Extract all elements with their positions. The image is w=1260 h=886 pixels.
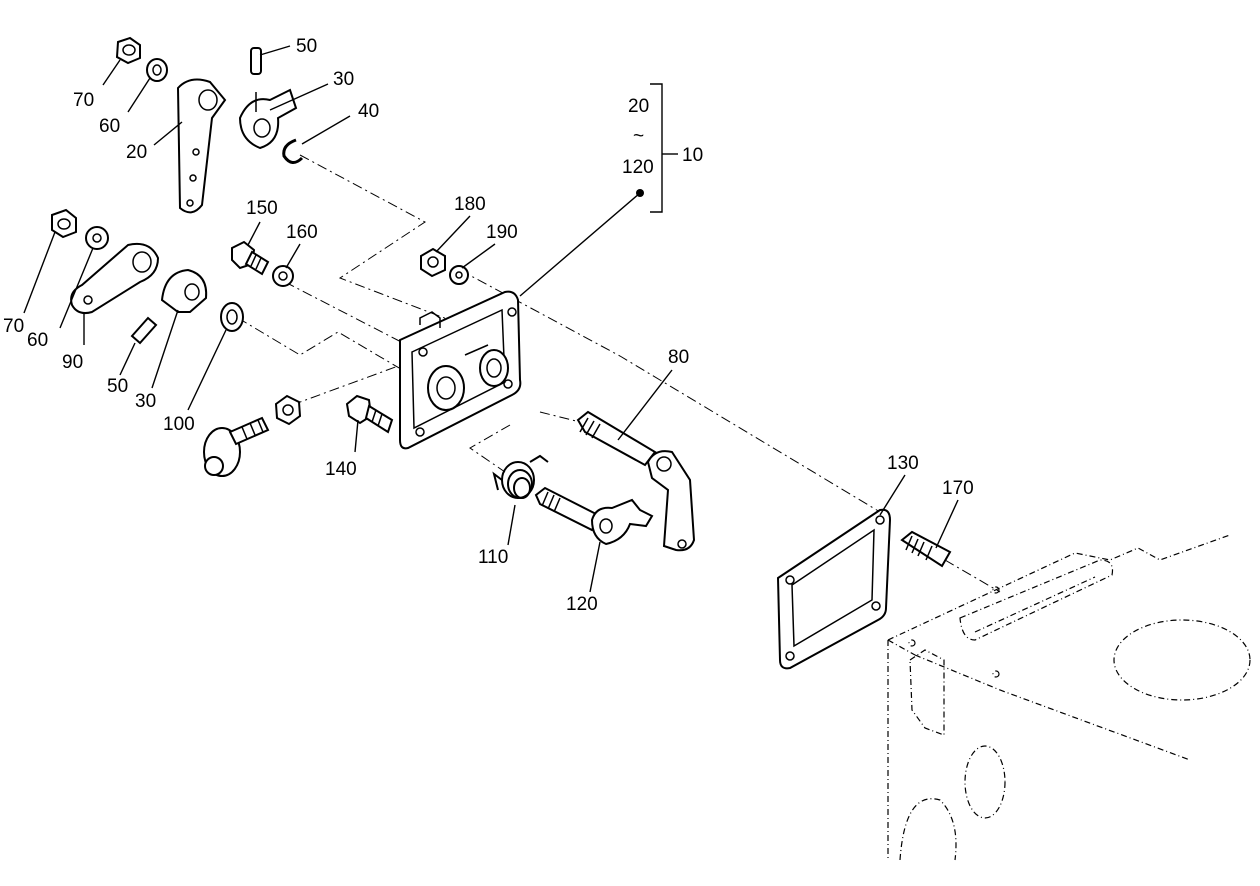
part-80-shaft-lever: [576, 410, 696, 552]
part-20-lever: [176, 78, 227, 214]
engine-block-outline: [887, 534, 1251, 861]
callout-150: 150: [246, 198, 278, 219]
part-40-circlip: [282, 138, 304, 164]
part-100-seal: [220, 302, 244, 332]
callout-140: 140: [325, 459, 357, 480]
kit-range-tilde: ~: [633, 126, 644, 147]
callout-80: 80: [668, 347, 689, 368]
part-180-nut: [420, 247, 446, 278]
kit-number: 10: [682, 145, 703, 166]
part-70-lower-nut: [51, 208, 77, 239]
callout-130: 130: [887, 453, 919, 474]
callout-20: 20: [126, 142, 147, 163]
callout-90: 90: [62, 352, 83, 373]
part-60-lower-washer: [85, 226, 109, 250]
callout-60-lower: 60: [27, 330, 48, 351]
callout-180: 180: [454, 194, 486, 215]
callout-120: 120: [566, 594, 598, 615]
part-120-shaft: [534, 486, 654, 546]
part-90-lower-lever: [70, 242, 160, 315]
callout-40: 40: [358, 101, 379, 122]
part-160-washer: [272, 265, 294, 287]
kit-range-start: 20: [628, 96, 649, 117]
callout-50-upper: 50: [296, 36, 317, 57]
part-50-lower-pin: [130, 316, 158, 345]
callout-30-upper: 30: [333, 69, 354, 90]
leader-lines: [23, 45, 959, 593]
callout-70-upper: 70: [73, 90, 94, 111]
callout-30-lower: 30: [135, 391, 156, 412]
part-150-screw: [231, 240, 270, 276]
part-140-screw: [345, 394, 394, 434]
callout-100: 100: [163, 414, 195, 435]
part-130-gasket: [776, 508, 892, 670]
callout-190: 190: [486, 222, 518, 243]
callout-60-upper: 60: [99, 116, 120, 137]
part-50-upper-pin: [250, 47, 262, 75]
kit-range-end: 120: [622, 157, 654, 178]
kit-reference-dot: [636, 189, 644, 197]
part-70-upper-nut: [115, 36, 141, 65]
cover-housing: [399, 290, 522, 450]
stop-nut: [274, 394, 302, 426]
callout-50-lower: 50: [107, 376, 128, 397]
stop-screw: [203, 416, 270, 477]
part-30-upper-cam: [238, 88, 298, 150]
part-190-washer: [449, 265, 469, 285]
part-30-lower-cam: [160, 268, 208, 313]
part-60-upper-washer: [146, 58, 168, 82]
part-110-spring: [492, 454, 549, 499]
callout-110: 110: [478, 547, 508, 568]
callout-70-lower: 70: [3, 316, 24, 337]
callout-160: 160: [286, 222, 318, 243]
part-170-stud: [900, 530, 952, 568]
callout-170: 170: [942, 478, 974, 499]
